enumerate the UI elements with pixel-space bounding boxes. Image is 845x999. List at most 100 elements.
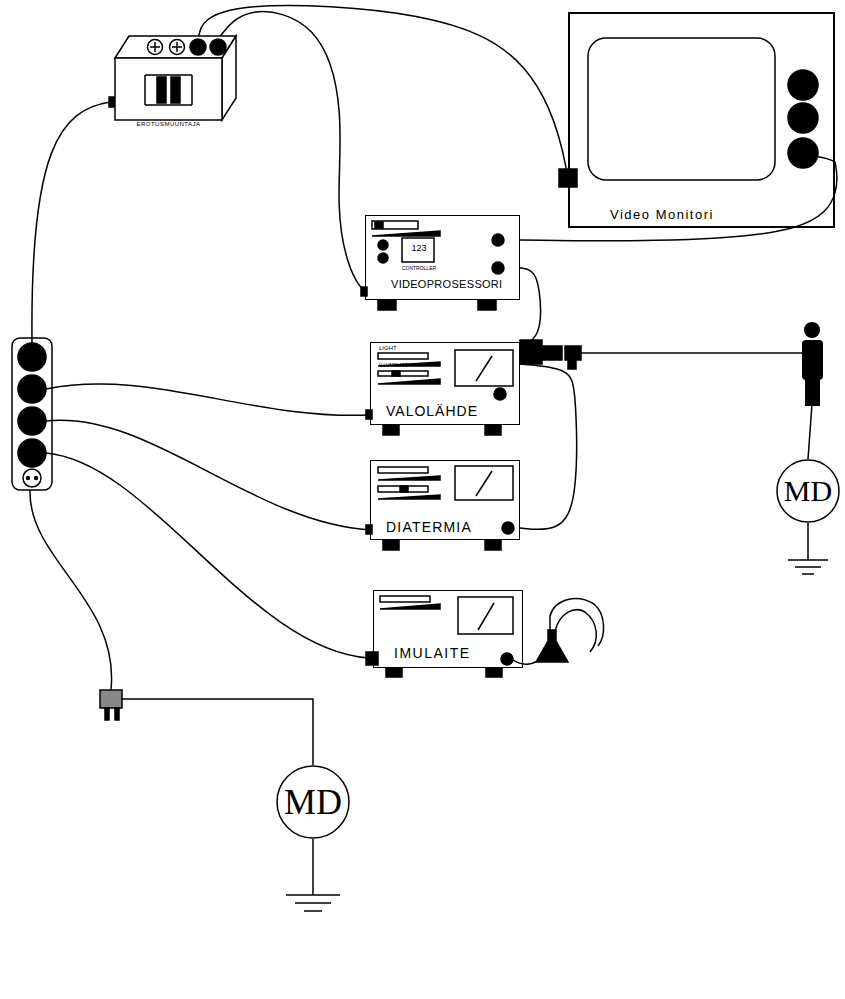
- device-label: 123: [403, 243, 435, 253]
- circle-label: MD: [276, 765, 350, 839]
- wall-plug-part: [100, 690, 122, 708]
- endoscope-connector-part: [565, 346, 581, 360]
- suction-details-part: [550, 599, 604, 646]
- wall-plug-part: [105, 708, 109, 720]
- suction-details-part: [380, 596, 430, 602]
- processor-details-part: [375, 222, 383, 228]
- device-label: EROTUSMUUNTAJA: [115, 121, 222, 128]
- power-strip-part: [12, 338, 52, 490]
- transformer-outline: [190, 39, 206, 55]
- md-circle: MD: [276, 765, 350, 839]
- wall-plug-part: [115, 708, 119, 720]
- suction-details-part: [458, 597, 513, 634]
- circle-outline: [277, 766, 349, 838]
- diathermy-details-part: [378, 467, 428, 473]
- diathermy-unit: DIATERMIA: [370, 460, 520, 540]
- ground-symbol: [286, 523, 828, 911]
- transformer-outline: [145, 75, 192, 105]
- cable: [218, 12, 365, 292]
- processor-details-part: [492, 262, 504, 274]
- power-strip-part: [35, 477, 38, 480]
- device-label: VIDEOPROSESSORI: [391, 278, 502, 291]
- light-source-details-part: [383, 425, 399, 435]
- light-source-details: [366, 350, 513, 435]
- device-label: DIATERMIA: [386, 519, 472, 535]
- processor-details-part: [378, 253, 388, 263]
- endoscope-connector-part: [542, 346, 562, 360]
- power-strip-part: [18, 375, 46, 403]
- suction-details-part: [386, 668, 402, 677]
- wall-plug-part: [122, 699, 313, 765]
- power-cable-part: [30, 490, 112, 690]
- processor-details-part: [372, 221, 418, 229]
- light-source-details-part: [494, 388, 506, 400]
- transformer-outline: [115, 36, 236, 58]
- power-cable-part: [32, 102, 110, 343]
- power-strip-part: [18, 407, 46, 435]
- light-source-details-part: [378, 379, 440, 384]
- monitor-details: [559, 38, 835, 187]
- video-processor: 123CONTROLLER VIDEOPROSESSORI: [365, 215, 520, 300]
- device-label: ILLUMINATE: [379, 363, 408, 369]
- suction-details-part: [555, 610, 596, 652]
- diathermy-details-part: [383, 540, 399, 550]
- light-source-details-part: [392, 371, 400, 376]
- processor-details-part: [378, 300, 396, 310]
- endoscope-connector-part: [581, 352, 804, 354]
- light-source-details-part: [378, 353, 428, 359]
- diathermy-details: [366, 466, 514, 550]
- suction-details-part: [366, 652, 378, 665]
- diathermy-details-part: [485, 540, 501, 550]
- diathermy-details-part: [502, 522, 514, 534]
- wall-plug: [100, 690, 313, 765]
- endoscope-connector-part: [520, 340, 542, 364]
- endoscope-connector: [520, 340, 804, 369]
- transformer-outline: [115, 58, 222, 120]
- patient-figure-part: [804, 322, 820, 338]
- diathermy-details-part: [378, 495, 440, 499]
- transformer-outline: [210, 39, 226, 55]
- power-cable: [30, 97, 370, 690]
- light-source-details-part: [455, 350, 513, 386]
- monitor-details-part: [788, 103, 818, 133]
- patient-figure: [802, 322, 823, 459]
- transformer-outline: [170, 40, 185, 55]
- monitor-details-part: [788, 138, 818, 168]
- ground-symbol-part: [788, 560, 828, 574]
- suction-details-part: [380, 604, 440, 609]
- device-label: CONTROLLER: [396, 266, 442, 272]
- light-source-details-part: [378, 371, 428, 376]
- suction-details-part: [486, 668, 502, 677]
- transformer-outline: [172, 42, 182, 52]
- processor-details-part: [372, 231, 440, 236]
- device-label: LIGHT: [379, 345, 397, 352]
- diathermy-details-part: [455, 466, 513, 500]
- transformer-outline: [157, 77, 166, 103]
- suction-details-part: [501, 653, 513, 665]
- transformer-outline: [115, 36, 236, 120]
- power-strip-part: [27, 477, 30, 480]
- processor-details: [361, 221, 504, 310]
- suction-details-part: [478, 603, 494, 630]
- diathermy-details-part: [378, 486, 428, 492]
- suction-unit: IMULAITE: [373, 590, 523, 668]
- power-cable-part: [46, 420, 370, 530]
- transformer-outline: [115, 30, 237, 130]
- video-monitor: Video Monitori: [568, 12, 835, 228]
- patient-figure-part: [802, 340, 823, 380]
- processor-details-part: [478, 300, 496, 310]
- circle-label: MD: [776, 459, 840, 523]
- diathermy-details-part: [400, 486, 408, 492]
- patient-figure-part: [808, 404, 812, 459]
- light-source: LIGHTILLUMINATEVALOLÄHDE: [370, 342, 520, 425]
- device-label: Video Monitori: [610, 208, 714, 223]
- power-strip-part: [18, 439, 46, 467]
- power-cable-part: [46, 453, 369, 658]
- monitor-details-part: [788, 70, 818, 100]
- transformer-outline: [150, 42, 160, 52]
- processor-details-part: [492, 234, 504, 246]
- ground-symbol-part: [807, 523, 809, 560]
- cable: [520, 364, 577, 529]
